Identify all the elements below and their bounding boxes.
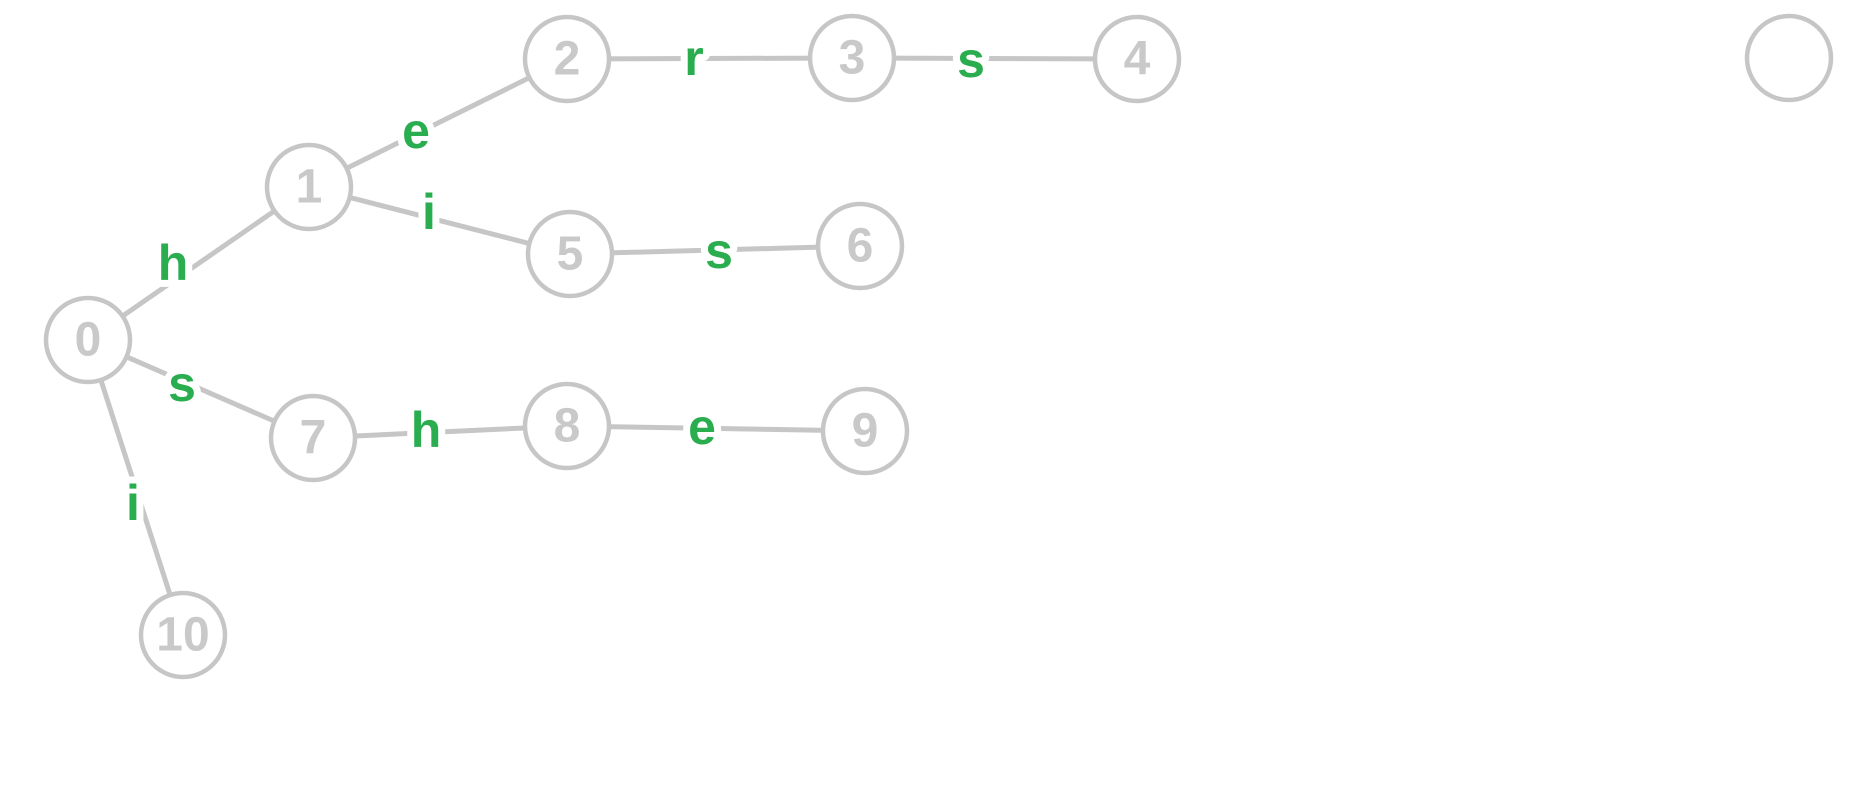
edge-2-3	[564, 55, 855, 62]
edge-0-1	[85, 184, 312, 343]
node-isolated-circle	[1744, 13, 1834, 103]
node-2-circle	[522, 14, 612, 104]
node-3-label: 3	[839, 32, 866, 85]
node-9-circle	[820, 386, 910, 476]
edge-8-9	[564, 423, 868, 434]
node-10-circle	[138, 590, 228, 680]
edge-label-2-3: r	[684, 30, 703, 86]
edge-0-10	[85, 337, 186, 638]
node-7-circle	[268, 393, 358, 483]
node-0-label: 0	[75, 314, 102, 367]
node-0-circle	[43, 295, 133, 385]
node-6-circle	[815, 201, 905, 291]
node-4-circle	[1092, 14, 1182, 104]
node-6-label: 6	[847, 220, 874, 273]
edge-1-2	[306, 56, 570, 190]
node-1-circle	[264, 142, 354, 232]
node-1-label: 1	[296, 161, 323, 214]
node-7-label: 7	[300, 412, 327, 465]
edge-3-4	[849, 55, 1140, 62]
edge-5-6	[567, 243, 863, 257]
node-5-circle	[525, 209, 615, 299]
edge-label-7-8: h	[411, 402, 442, 458]
node-3-circle	[807, 13, 897, 103]
edge-label-0-1: h	[158, 235, 189, 291]
node-4-label: 4	[1124, 33, 1151, 86]
edge-label-0-10: i	[126, 475, 140, 531]
edge-label-0-7: s	[168, 356, 196, 412]
node-8-circle	[522, 381, 612, 471]
edge-label-8-9: e	[688, 399, 716, 455]
edge-label-5-6: s	[705, 223, 733, 279]
node-8-label: 8	[554, 400, 581, 453]
node-2-label: 2	[554, 33, 581, 86]
edge-label-3-4: s	[957, 32, 985, 88]
edge-label-1-2: e	[402, 103, 430, 159]
edge-label-1-5: i	[422, 184, 436, 240]
node-5-label: 5	[557, 228, 584, 281]
node-9-label: 9	[852, 405, 879, 458]
node-10-label: 10	[156, 609, 209, 662]
edge-1-5	[306, 184, 573, 257]
